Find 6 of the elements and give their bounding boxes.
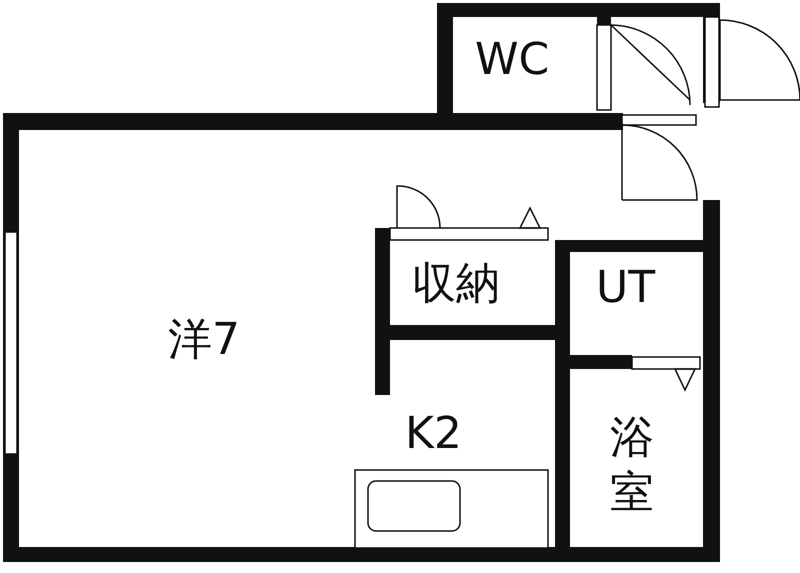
room-label: 浴室 [610, 411, 655, 520]
room-label: 洋7 [168, 318, 240, 362]
room-label: 収納 [412, 262, 500, 306]
room-label: K2 [405, 412, 462, 456]
room-label: WC [475, 38, 550, 82]
room-label: UT [596, 266, 656, 310]
